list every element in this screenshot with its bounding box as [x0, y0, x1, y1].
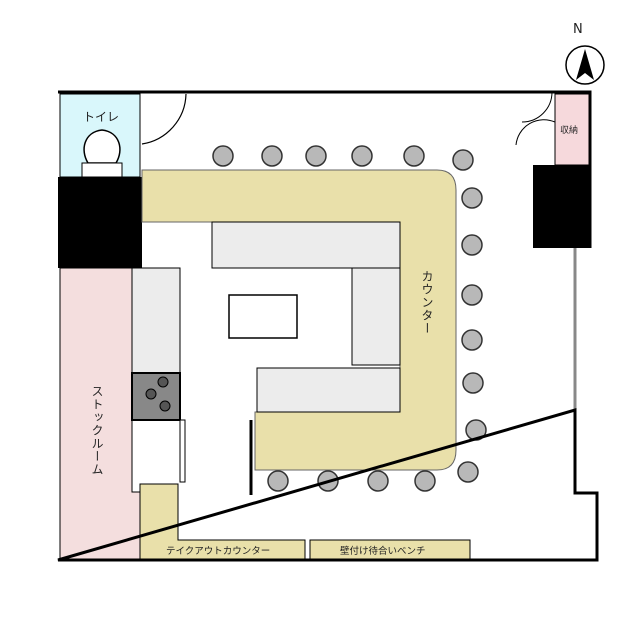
stool: [461, 187, 483, 209]
stool: [367, 470, 389, 492]
stove: [131, 372, 181, 421]
stool: [462, 372, 484, 394]
back-counter-right: [351, 267, 401, 366]
stool: [461, 284, 483, 306]
main-counter: [141, 169, 457, 471]
stool: [461, 234, 483, 256]
burner-icons: [145, 376, 171, 412]
storage-room: [554, 93, 590, 166]
stool: [461, 329, 483, 351]
counter-label: カウンター: [420, 270, 434, 335]
outer-walls: [57, 90, 599, 562]
stool: [212, 145, 234, 167]
takeout-counter-label: テイクアウトカウンター: [166, 546, 271, 557]
stock-room-label: ストックルーム: [90, 385, 104, 476]
pillar-left: [58, 177, 142, 268]
toilet-door-icon: [141, 93, 187, 145]
storage-label: 収納: [560, 126, 579, 136]
kitchen-door: [179, 419, 186, 483]
wall-bench-label: 壁付け待合いベンチ: [340, 546, 426, 557]
stool: [414, 470, 436, 492]
pillar-right: [533, 165, 590, 248]
toilet-tank: [81, 162, 123, 178]
stools: [212, 145, 487, 492]
stool: [403, 145, 425, 167]
north-arrow-icon: [576, 49, 594, 80]
toilet-icon: [83, 129, 121, 164]
work-table: [228, 294, 298, 339]
kitchen-counter: [131, 267, 181, 374]
toilet-label: トイレ: [83, 110, 120, 124]
stool: [457, 461, 479, 483]
stool: [305, 145, 327, 167]
stool: [261, 145, 283, 167]
back-counter-bottom: [256, 367, 401, 413]
compass-label: N: [573, 22, 583, 37]
stool: [351, 145, 373, 167]
stool: [452, 149, 474, 171]
back-counter-top: [211, 221, 401, 269]
stool: [267, 470, 289, 492]
storage-door-icons: [515, 91, 556, 146]
